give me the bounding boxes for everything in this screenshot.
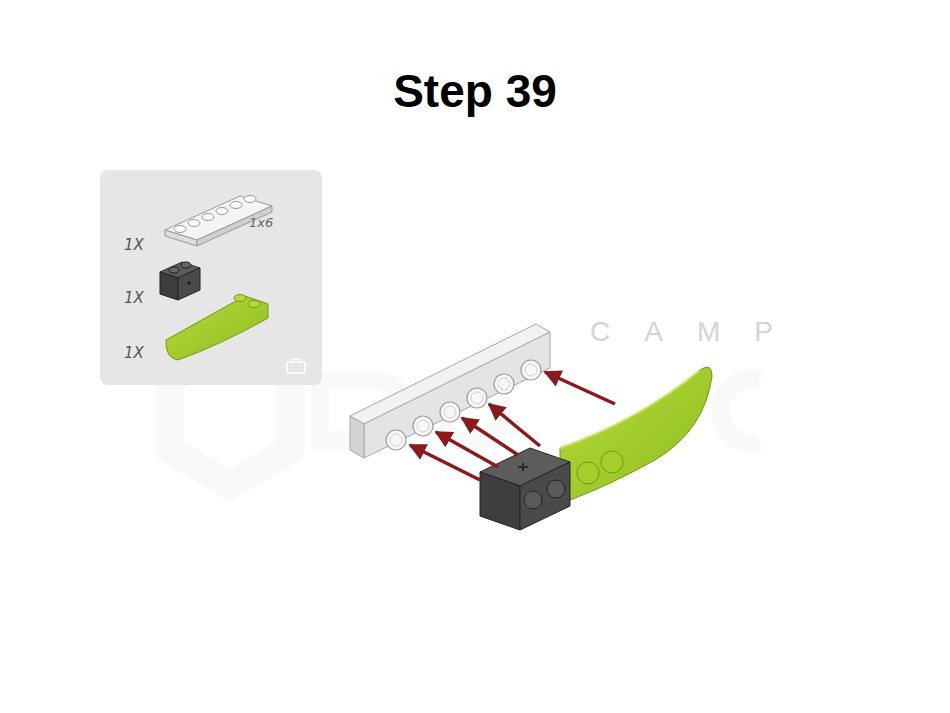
- part-quantity: 1X: [124, 346, 144, 361]
- part-quantity: 1X: [124, 238, 144, 253]
- part-size: 1x6: [249, 216, 273, 229]
- assembly-arrows: [410, 372, 615, 480]
- parts-panel: [100, 170, 322, 385]
- watermark: CAMP: [590, 318, 807, 346]
- dark-brick: [480, 448, 570, 530]
- part-quantity: 1X: [124, 291, 144, 306]
- step-title: Step 39: [393, 68, 557, 114]
